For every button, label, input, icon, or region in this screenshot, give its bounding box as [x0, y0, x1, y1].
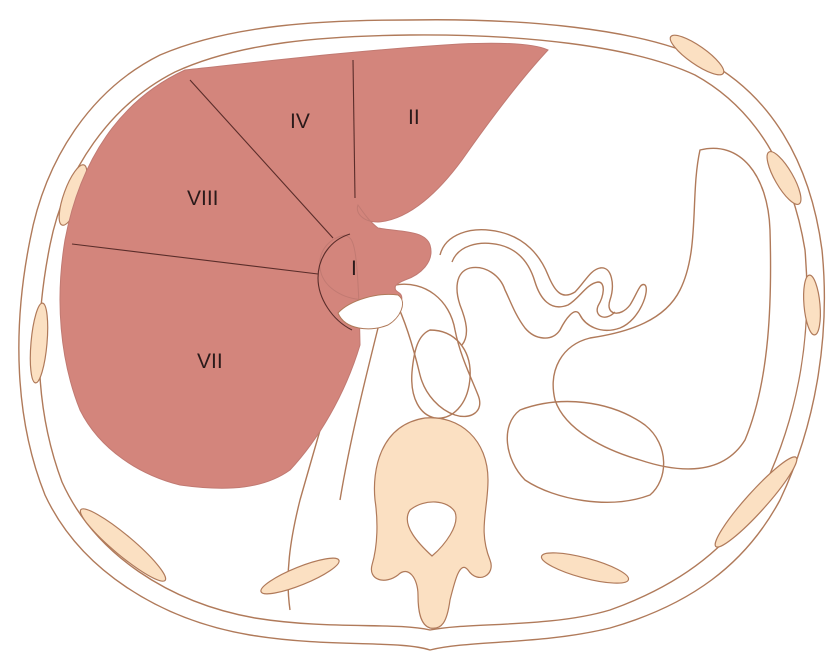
rib-shape — [666, 29, 729, 80]
rib-shape — [74, 502, 171, 588]
segment-label-ii: II — [408, 106, 420, 129]
segment-label-viii: VIII — [187, 187, 219, 210]
rib-shape — [761, 148, 807, 209]
segment-label-vii: VII — [197, 350, 223, 373]
bowel-inner-outline — [452, 243, 615, 317]
rib-shape — [539, 547, 631, 590]
rib-shape — [28, 302, 51, 383]
segment-label-iv: IV — [290, 110, 310, 133]
rib-shape — [258, 552, 343, 600]
stomach-outline — [553, 148, 770, 469]
segment-label-i: I — [351, 257, 357, 280]
aorta-region-outline — [412, 330, 470, 418]
rib-shape — [708, 451, 803, 554]
oesophagus-outline — [395, 284, 480, 416]
rib-shape — [801, 274, 822, 335]
bowel-outline — [440, 230, 646, 345]
spleen-outline — [507, 402, 663, 503]
